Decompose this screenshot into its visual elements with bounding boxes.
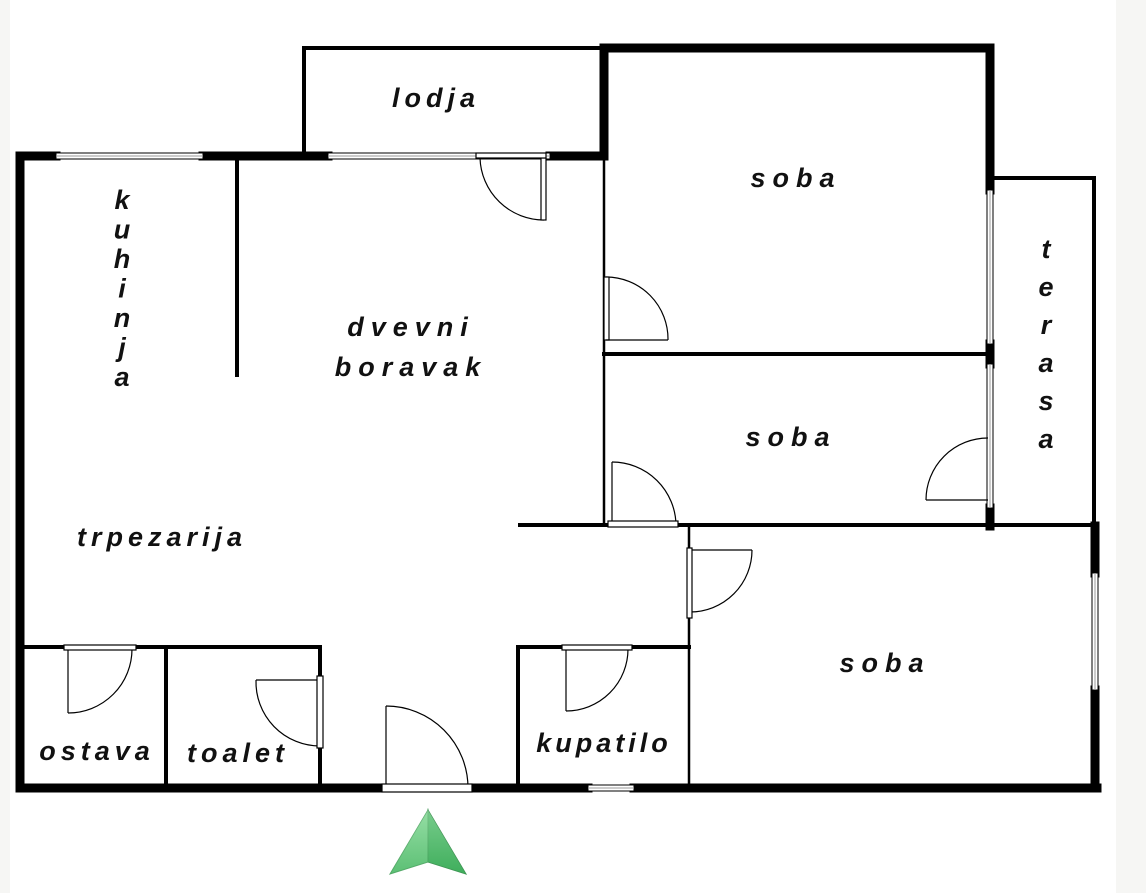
label-kuhinja-letter: a xyxy=(114,362,129,392)
door-soba-3 xyxy=(686,547,753,619)
label-dnevni-2: boravak xyxy=(335,352,488,382)
label-terasa-letter: a xyxy=(1038,424,1053,454)
doors xyxy=(63,152,989,793)
label-kuhinja-letter: n xyxy=(114,303,131,333)
window-bathroom xyxy=(587,784,635,792)
windows xyxy=(55,152,1099,792)
door-lodja xyxy=(475,152,547,221)
window-kitchen xyxy=(55,152,204,160)
window-terrace-2 xyxy=(986,363,994,509)
door-soba-1 xyxy=(603,276,669,341)
door-toalet xyxy=(255,675,324,749)
label-lodja: lodja xyxy=(392,83,480,113)
label-kupatilo: kupatilo xyxy=(536,728,672,758)
label-terasa-letter: e xyxy=(1038,272,1053,302)
window-terrace-1 xyxy=(986,189,994,345)
label-terasa-letter: r xyxy=(1041,310,1053,340)
label-toalet: toalet xyxy=(187,738,289,768)
label-kuhinja-letter: i xyxy=(118,274,126,304)
door-terrace xyxy=(925,437,989,501)
exterior-walls xyxy=(15,43,1102,793)
door-kupatilo xyxy=(561,644,633,712)
label-terasa-letter: s xyxy=(1038,386,1053,416)
label-terasa-letter: t xyxy=(1042,234,1052,264)
label-kuhinja-letter: h xyxy=(114,244,131,274)
label-terasa-letter: a xyxy=(1038,348,1053,378)
label-ostava: ostava xyxy=(39,736,155,766)
door-entrance xyxy=(381,705,473,793)
label-kuhinja-letter: u xyxy=(114,215,131,245)
door-ostava xyxy=(63,644,137,714)
door-soba-2 xyxy=(607,461,679,528)
label-kuhinja-letter: j xyxy=(115,333,126,363)
entrance-arrow-icon xyxy=(388,808,468,875)
label-soba-2: soba xyxy=(745,422,836,452)
label-soba-1: soba xyxy=(750,163,841,193)
label-soba-3: soba xyxy=(839,648,930,678)
window-room-3 xyxy=(1091,572,1099,691)
label-trpezarija: trpezarija xyxy=(77,522,247,552)
label-kuhinja-letter: k xyxy=(114,185,131,215)
label-dnevni-1: dvevni xyxy=(347,312,475,342)
